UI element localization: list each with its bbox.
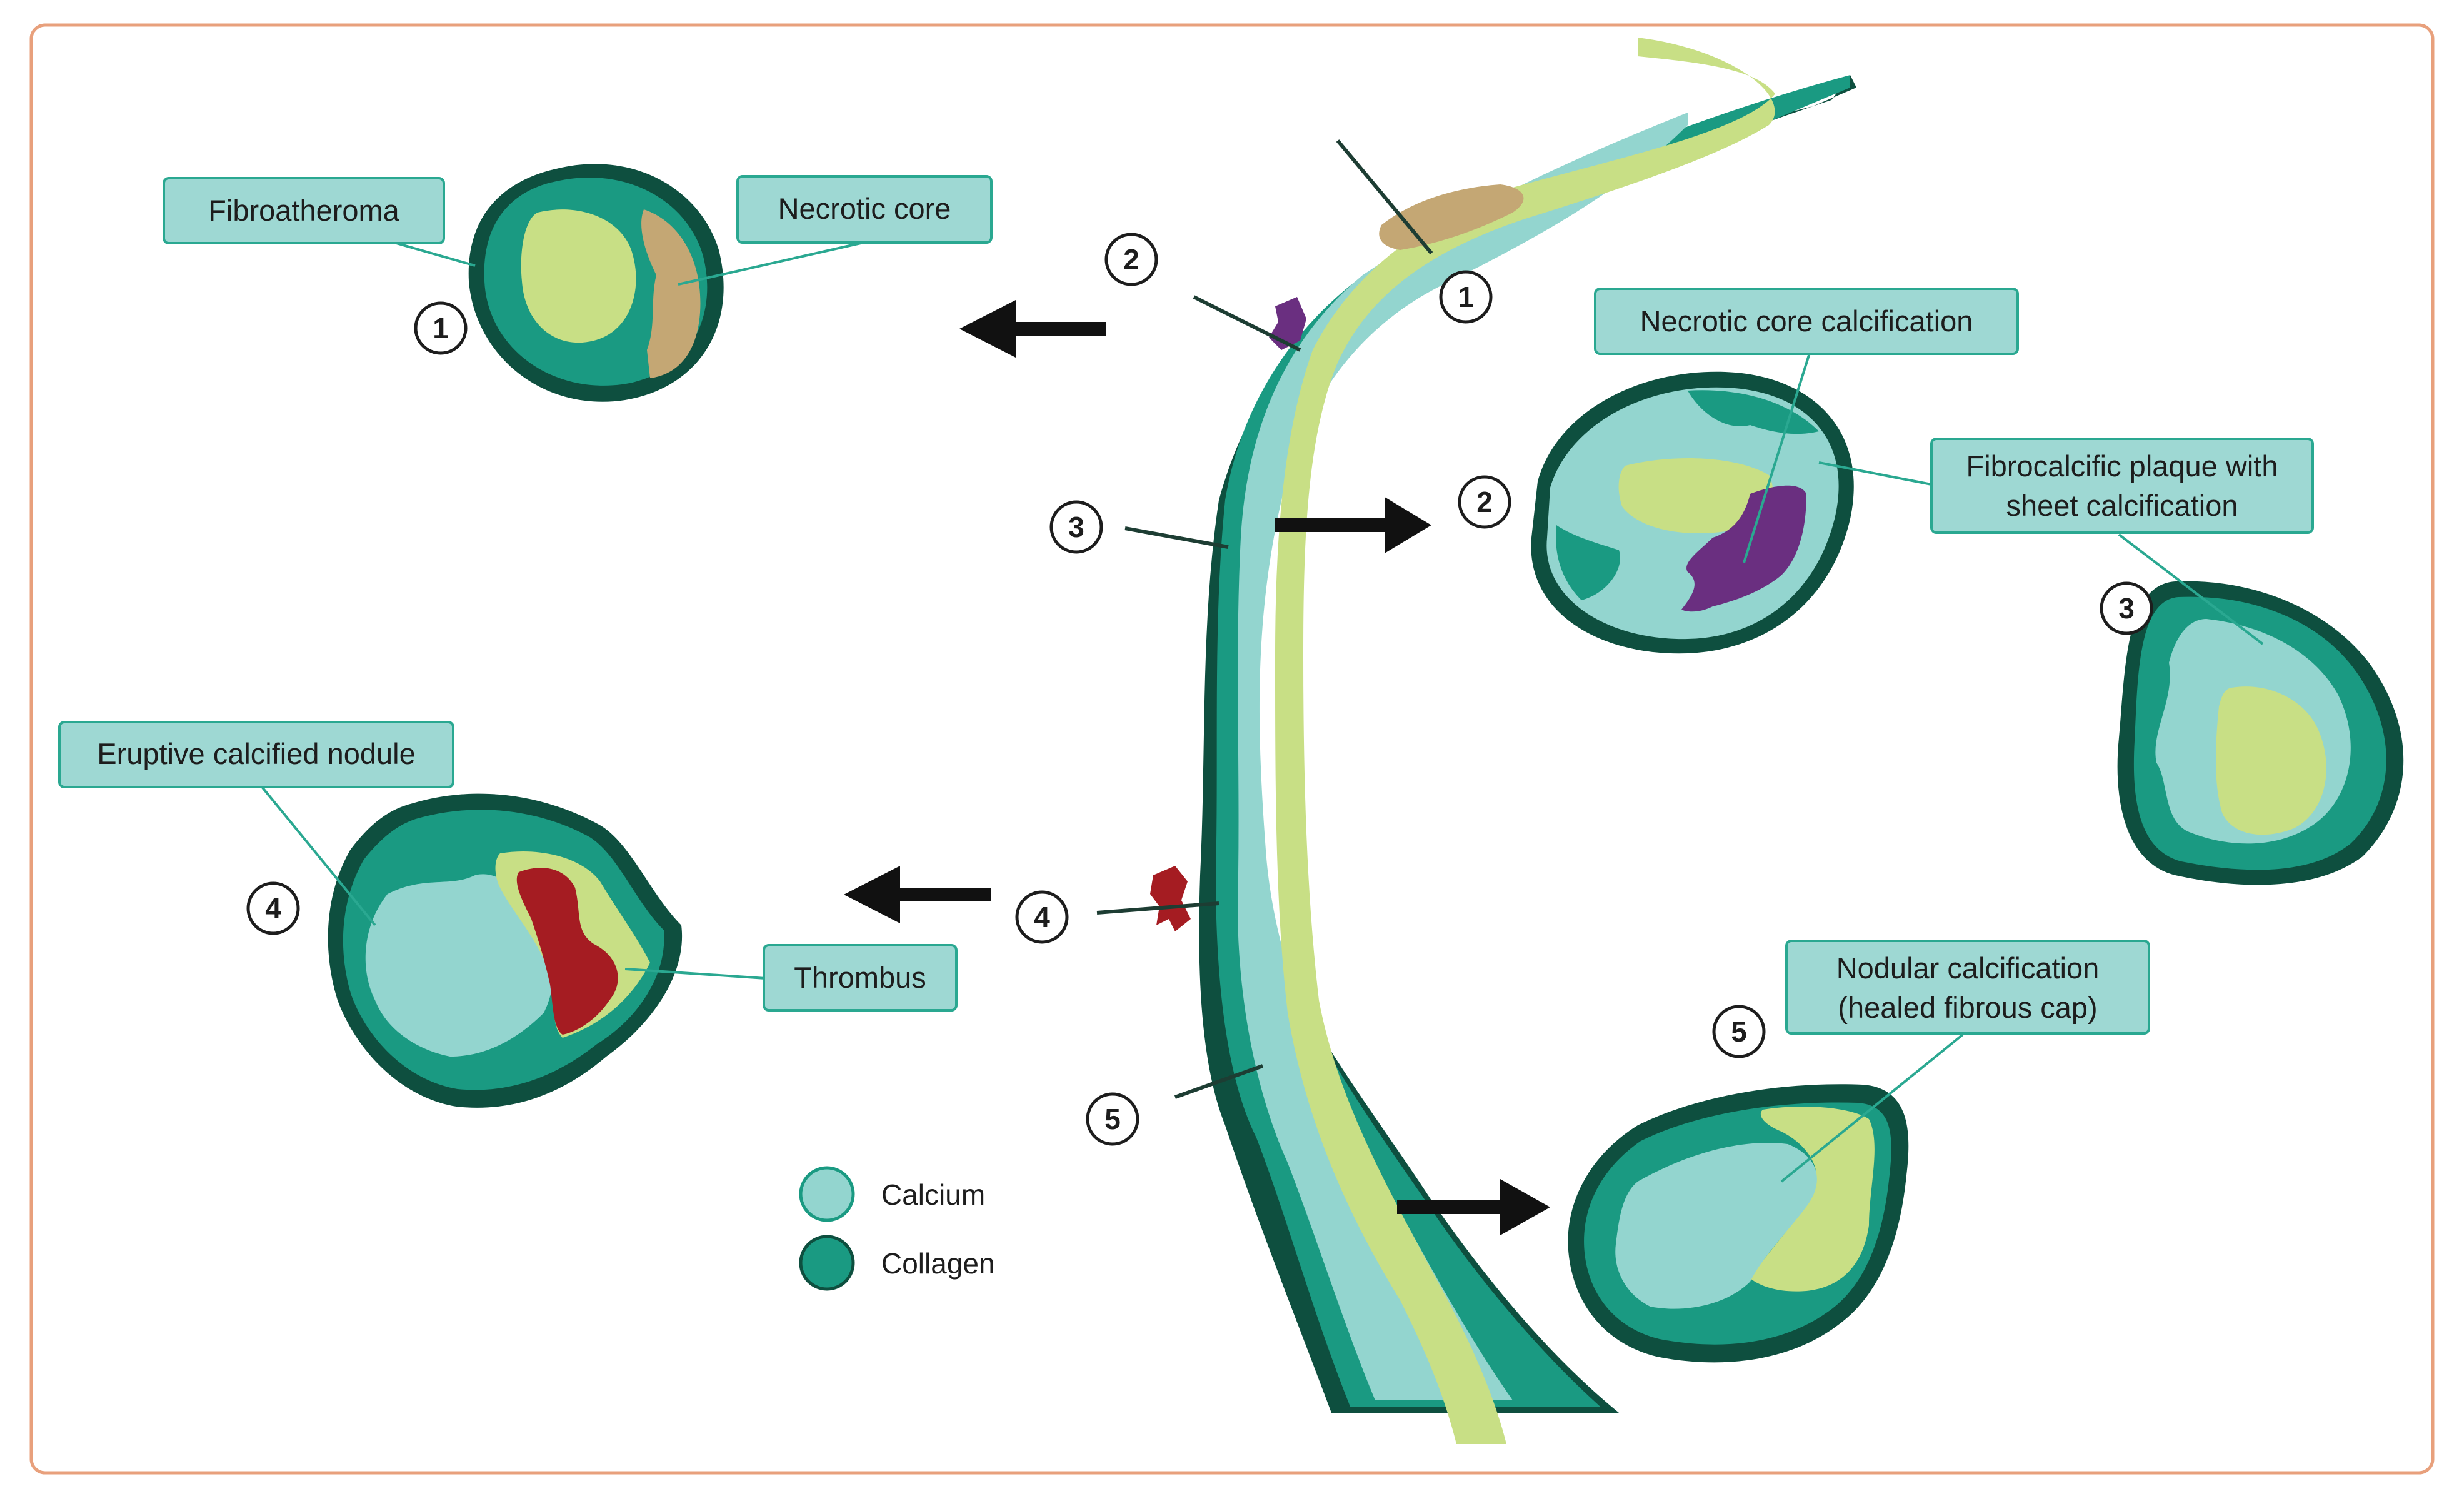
label-fibrocalcific-plaque: Fibrocalcific plaque with sheet calcific… [1930, 438, 2314, 534]
section2-lumen [1618, 458, 1773, 534]
cross-section-2-necrotic-calcification [1531, 371, 1854, 654]
label-nodular-calcification: Nodular calcification (healed fibrous ca… [1785, 940, 2150, 1035]
marker-section-2: 2 [1458, 475, 1511, 529]
leader-lines [261, 239, 2264, 1183]
label-necrotic-core-calcification-text: Necrotic core calcification [1640, 304, 1973, 338]
arrows [844, 300, 1550, 1235]
svg-text:1: 1 [433, 312, 449, 344]
label-necrotic-core: Necrotic core [736, 175, 993, 244]
label-thrombus-text: Thrombus [794, 961, 926, 994]
section2-collagen [1556, 390, 1819, 600]
cut-line-1 [1336, 139, 1433, 254]
legend-item-calcium: Calcium [799, 1166, 985, 1222]
legend-label-collagen: Collagen [881, 1247, 995, 1280]
label-nodular-line1: Nodular calcification [1836, 951, 2100, 985]
svg-text:5: 5 [1104, 1103, 1121, 1135]
legend-swatch-collagen [799, 1235, 855, 1291]
label-eruptive-nodule-text: Eruptive calcified nodule [97, 737, 415, 770]
artery-thrombus [1150, 866, 1191, 931]
marker-artery-3: 3 [1049, 500, 1103, 554]
marker-artery-1: 1 [1439, 270, 1493, 324]
label-nodular-line2: (healed fibrous cap) [1838, 991, 2097, 1024]
section1-necrotic-core [641, 209, 701, 378]
marker-section-3: 3 [2100, 581, 2153, 635]
marker-artery-4: 4 [1015, 890, 1069, 944]
legend: Calcium Collagen [799, 1166, 995, 1291]
arrow-right-5 [1397, 1179, 1550, 1235]
label-thrombus: Thrombus [763, 944, 958, 1012]
legend-item-collagen: Collagen [799, 1235, 995, 1291]
section3-lumen [2216, 686, 2326, 835]
svg-text:4: 4 [1034, 901, 1050, 933]
svg-text:4: 4 [265, 892, 281, 925]
cross-section-3-fibrocalcific [2117, 581, 2404, 885]
marker-section-1: 1 [414, 301, 468, 355]
arrow-left-1 [959, 300, 1106, 358]
marker-artery-5: 5 [1086, 1092, 1139, 1146]
section5-lumen [1750, 1107, 1875, 1292]
svg-text:3: 3 [1068, 511, 1084, 543]
cross-section-4-eruptive-nodule [328, 793, 683, 1108]
svg-text:3: 3 [2118, 592, 2135, 625]
legend-swatch-calcium [799, 1166, 855, 1222]
marker-artery-2: 2 [1104, 233, 1158, 286]
artery [1096, 38, 1856, 1444]
section4-calcium [365, 874, 554, 1057]
label-fibroatheroma: Fibroatheroma [163, 177, 445, 244]
svg-text:1: 1 [1458, 281, 1474, 313]
section4-thrombus [516, 868, 618, 1035]
cross-section-5-nodular [1568, 1084, 1909, 1363]
legend-label-calcium: Calcium [881, 1178, 985, 1211]
cut-line-3 [1124, 526, 1229, 549]
label-fibrocalcific-line2: sheet calcification [2006, 489, 2238, 522]
marker-section-4: 4 [246, 881, 300, 935]
artery-necrotic-calcification [1269, 297, 1306, 350]
section1-lumen [521, 209, 636, 343]
label-fibroatheroma-text: Fibroatheroma [208, 194, 399, 227]
arrow-left-4 [844, 866, 991, 923]
label-necrotic-core-text: Necrotic core [778, 192, 951, 225]
cut-line-4 [1096, 901, 1219, 915]
number-markers: 1 1 2 2 3 3 4 [246, 233, 2153, 1146]
label-necrotic-core-calcification: Necrotic core calcification [1594, 288, 2019, 355]
cut-line-5 [1174, 1064, 1264, 1099]
svg-text:2: 2 [1123, 243, 1139, 276]
arrow-right-2 [1275, 497, 1431, 553]
section2-necrotic-calcification [1681, 485, 1806, 612]
label-fibrocalcific-line1: Fibrocalcific plaque with [1966, 449, 2278, 483]
label-eruptive-nodule: Eruptive calcified nodule [58, 721, 454, 788]
cross-section-1-fibroatheroma [468, 164, 724, 402]
svg-text:5: 5 [1731, 1015, 1747, 1048]
section5-calcium [1615, 1143, 1817, 1309]
svg-text:2: 2 [1476, 486, 1493, 518]
cut-line-2 [1193, 295, 1301, 352]
marker-section-5: 5 [1712, 1005, 1766, 1058]
